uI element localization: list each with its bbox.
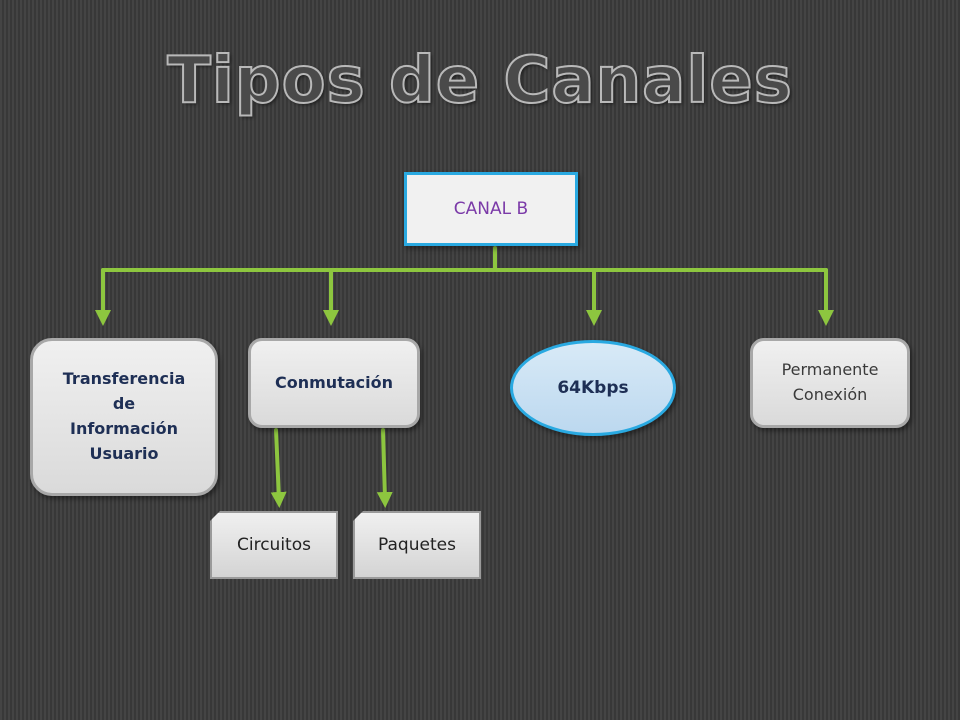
- transferencia-label: Transferencia de Información Usuario: [62, 369, 186, 463]
- kbps-node: 64Kbps: [510, 340, 676, 436]
- circuitos-label: Circuitos: [237, 534, 311, 555]
- kbps-label: 64Kbps: [557, 377, 629, 398]
- arrow-to-paquetes: [376, 428, 393, 508]
- arrow-to-circuitos: [270, 428, 287, 508]
- paquetes-node: Paquetes: [353, 511, 481, 579]
- diagram-title: Tipos de Canales: [166, 43, 793, 119]
- permanente-label: Permanente Conexión: [781, 360, 879, 404]
- circuitos-node: Circuitos: [210, 511, 338, 579]
- conmutacion-label: Conmutación: [275, 372, 393, 392]
- canal-b-node: CANAL B: [404, 172, 578, 246]
- paquetes-label: Paquetes: [378, 534, 456, 555]
- permanente-node: Permanente Conexión: [750, 338, 910, 428]
- canal-b-label: CANAL B: [453, 198, 529, 219]
- transferencia-node: Transferencia de Información Usuario: [30, 338, 218, 496]
- conmutacion-node: Conmutación: [248, 338, 420, 428]
